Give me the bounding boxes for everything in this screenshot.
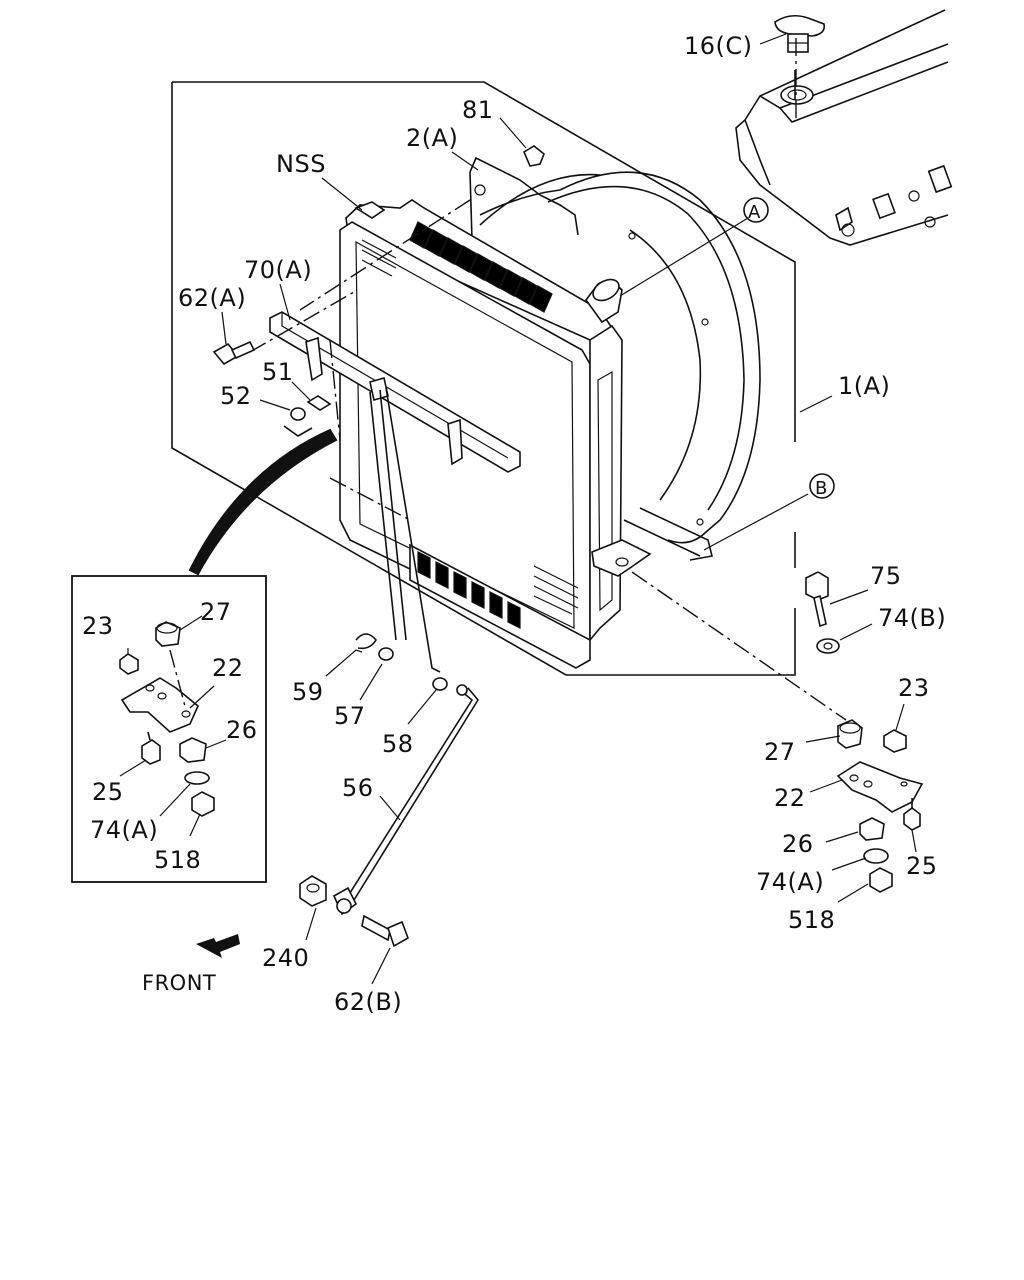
inset-label-23: 23 xyxy=(82,612,114,640)
detail-pointer-arrow xyxy=(188,428,338,576)
label-75: 75 xyxy=(870,562,902,590)
engine-block xyxy=(735,9,953,246)
label-16c: 16(C) xyxy=(684,32,753,60)
bolt-81 xyxy=(522,145,545,167)
label-74b: 74(B) xyxy=(878,604,946,632)
label-1a: 1(A) xyxy=(838,372,890,400)
screw-51 xyxy=(306,395,332,411)
part-labels: 16(C) 81 2(A) NSS A 70(A) 62(A) 51 52 1(… xyxy=(82,32,946,1016)
bolt-62b xyxy=(361,914,409,948)
detail-inset xyxy=(71,575,267,883)
inset-label-27: 27 xyxy=(200,598,232,626)
label-240: 240 xyxy=(262,944,309,972)
label-70a: 70(A) xyxy=(244,256,312,284)
label-56: 56 xyxy=(342,774,374,802)
bottom-fins xyxy=(417,551,521,629)
stay-rods xyxy=(355,387,448,691)
radiator-cap-16c xyxy=(774,14,826,53)
label-81: 81 xyxy=(462,96,494,124)
nut-240 xyxy=(299,875,327,907)
label-nss: NSS xyxy=(276,150,326,178)
leader-lines xyxy=(119,33,917,985)
lower-mount xyxy=(591,519,701,577)
label-callout-a: A xyxy=(748,202,761,223)
inset-label-518: 518 xyxy=(154,846,201,874)
right-mount-parts xyxy=(805,571,924,893)
top-fins xyxy=(409,221,553,313)
right-label-25: 25 xyxy=(906,852,938,880)
label-2a: 2(A) xyxy=(406,124,458,152)
support-rail-70a xyxy=(269,311,521,473)
stay-rod-56 xyxy=(332,684,479,916)
right-label-23: 23 xyxy=(898,674,930,702)
label-62b: 62(B) xyxy=(334,988,402,1016)
right-label-74a: 74(A) xyxy=(756,868,824,896)
right-label-26: 26 xyxy=(782,830,814,858)
label-callout-b: B xyxy=(815,478,828,499)
label-51: 51 xyxy=(262,358,294,386)
label-58: 58 xyxy=(382,730,414,758)
label-57: 57 xyxy=(334,702,366,730)
label-62a: 62(A) xyxy=(178,284,246,312)
fan-shroud xyxy=(171,81,796,676)
inset-label-22: 22 xyxy=(212,654,244,682)
washer-52 xyxy=(283,407,313,437)
inset-label-74a: 74(A) xyxy=(90,816,158,844)
bolt-62a xyxy=(212,340,256,366)
front-arrow-icon xyxy=(196,934,240,958)
right-label-518: 518 xyxy=(788,906,835,934)
callout-b-circle xyxy=(809,473,835,499)
label-front: FRONT xyxy=(142,971,216,995)
label-52: 52 xyxy=(220,382,252,410)
callout-a-circle xyxy=(743,197,769,223)
inset-label-25: 25 xyxy=(92,778,124,806)
right-label-27: 27 xyxy=(764,738,796,766)
right-label-22: 22 xyxy=(774,784,806,812)
label-59: 59 xyxy=(292,678,324,706)
inset-label-26: 26 xyxy=(226,716,258,744)
